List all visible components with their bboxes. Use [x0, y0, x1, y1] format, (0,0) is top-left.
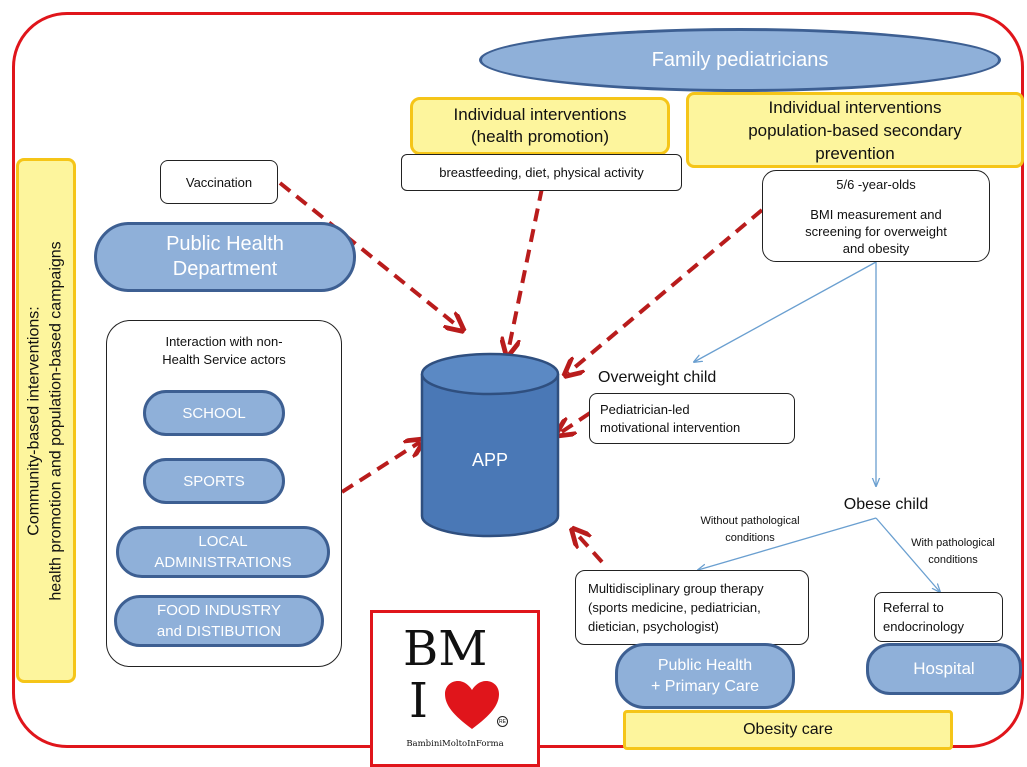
obesity-care-label: Obesity care — [743, 721, 833, 738]
with-conditions-line2: conditions — [928, 554, 978, 566]
with-conditions-line1: With pathological — [911, 537, 995, 549]
heart-icon — [445, 681, 499, 729]
community-interventions-text: Community-based interventions: health pr… — [24, 241, 68, 600]
screening-line2: screening for overweight — [805, 224, 947, 239]
community-line1: Community-based interventions: — [26, 305, 44, 536]
screening-line3: and obesity — [842, 241, 910, 256]
public-health-primary-line1: Public Health — [657, 657, 753, 674]
arrow-obese-to-referral — [875, 517, 940, 592]
secondary-prevention-line1: Individual interventions — [768, 97, 942, 117]
food-line2: and DISTIBUTION — [156, 623, 282, 640]
arrow-screening-to-app — [568, 208, 764, 373]
arrow-screening-to-overweight — [694, 261, 877, 362]
health-promotion-line1: Individual interventions — [453, 105, 627, 124]
group-therapy-box: Multidisciplinary group therapy (sports … — [575, 570, 809, 645]
obese-child-label: Obese child — [843, 496, 929, 513]
local-line1: LOCAL — [198, 533, 248, 550]
public-health-primary-line2: + Primary Care — [650, 678, 760, 695]
public-health-department-node: Public Health Department — [94, 222, 356, 292]
overweight-child-label: Overweight child — [598, 369, 717, 386]
screening-line1: BMI measurement and — [810, 207, 942, 222]
food-industry-node: FOOD INDUSTRY and DISTIBUTION — [114, 595, 324, 647]
motivational-box: Pediatrician-led motivational interventi… — [589, 393, 795, 444]
non-health-line1: Interaction with non- — [165, 334, 283, 349]
without-conditions-line1: Without pathological — [700, 515, 800, 527]
referral-line1: Referral to — [883, 600, 944, 615]
group-therapy-line1: Multidisciplinary group therapy — [588, 581, 764, 596]
secondary-prevention-line2: population-based secondary — [748, 120, 962, 140]
with-conditions-label: With pathological conditions — [888, 535, 1018, 569]
screening-box: 5/6 -year-olds BMI measurement and scree… — [762, 170, 990, 262]
school-label: SCHOOL — [182, 404, 246, 422]
community-interventions-box: Community-based interventions: health pr… — [16, 158, 76, 683]
group-therapy-line3: dietician, psychologist) — [588, 619, 719, 634]
referral-line2: endocrinology — [883, 619, 964, 634]
community-line2: health promotion and population-based ca… — [48, 240, 66, 601]
hospital-node: Hospital — [866, 643, 1022, 695]
public-health-primary-node: Public Health + Primary Care — [615, 643, 795, 709]
local-line2: ADMINISTRATIONS — [154, 554, 292, 571]
screening-age: 5/6 -year-olds — [836, 177, 916, 192]
sports-label: SPORTS — [183, 472, 245, 490]
motivational-line1: Pediatrician-led — [600, 401, 690, 417]
school-node: SCHOOL — [143, 390, 285, 436]
vaccination-box: Vaccination — [160, 160, 278, 204]
motivational-line2: motivational intervention — [600, 419, 741, 435]
hospital-label: Hospital — [913, 659, 975, 678]
group-therapy-line2: (sports medicine, pediatrician, — [588, 600, 761, 615]
logo-caption: BambiniMoltoInForma — [406, 739, 504, 749]
sports-node: SPORTS — [143, 458, 285, 504]
logo-bm-text: BM — [403, 621, 488, 677]
arrow-obese-to-group-therapy — [698, 517, 877, 570]
local-administrations-node: LOCAL ADMINISTRATIONS — [116, 526, 330, 578]
breastfeeding-label: breastfeeding, diet, physical activity — [439, 165, 644, 180]
without-conditions-line2: conditions — [725, 532, 775, 544]
public-health-department-line2: Department — [172, 258, 278, 280]
breastfeeding-box: breastfeeding, diet, physical activity — [401, 154, 682, 191]
logo-i-text: I — [409, 673, 428, 729]
food-line1: FOOD INDUSTRY — [157, 602, 281, 619]
health-promotion-line2: (health promotion) — [471, 127, 609, 146]
logo-registered-text: RE — [499, 718, 506, 725]
family-pediatricians-label: Family pediatricians — [651, 48, 829, 71]
logo-registered-mark: RE — [497, 716, 508, 727]
app-label: APP — [471, 450, 509, 470]
arrow-health-promotion-to-app — [508, 187, 544, 352]
public-health-department-line1: Public Health — [166, 233, 284, 255]
obesity-care-box: Obesity care — [623, 710, 953, 750]
secondary-prevention-box: Individual interventions population-base… — [686, 92, 1024, 168]
arrow-motivational-to-app — [560, 411, 592, 433]
arrow-group-therapy-to-app — [575, 532, 604, 564]
vaccination-label: Vaccination — [185, 174, 253, 190]
health-promotion-box: Individual interventions (health promoti… — [410, 97, 670, 155]
bmi-logo-box: BM I RE BambiniMoltoInForma — [370, 610, 540, 767]
secondary-prevention-line3: prevention — [815, 143, 895, 163]
arrow-non-health-to-app — [340, 442, 420, 494]
without-conditions-label: Without pathological conditions — [660, 513, 840, 547]
app-database-icon — [420, 352, 560, 538]
family-pediatricians-node: Family pediatricians — [479, 28, 1001, 92]
arrow-vaccination-to-app — [278, 181, 460, 328]
non-health-line2: Health Service actors — [162, 352, 286, 367]
referral-box: Referral to endocrinology — [874, 592, 1003, 642]
non-health-title: Interaction with non- Health Service act… — [107, 333, 341, 369]
